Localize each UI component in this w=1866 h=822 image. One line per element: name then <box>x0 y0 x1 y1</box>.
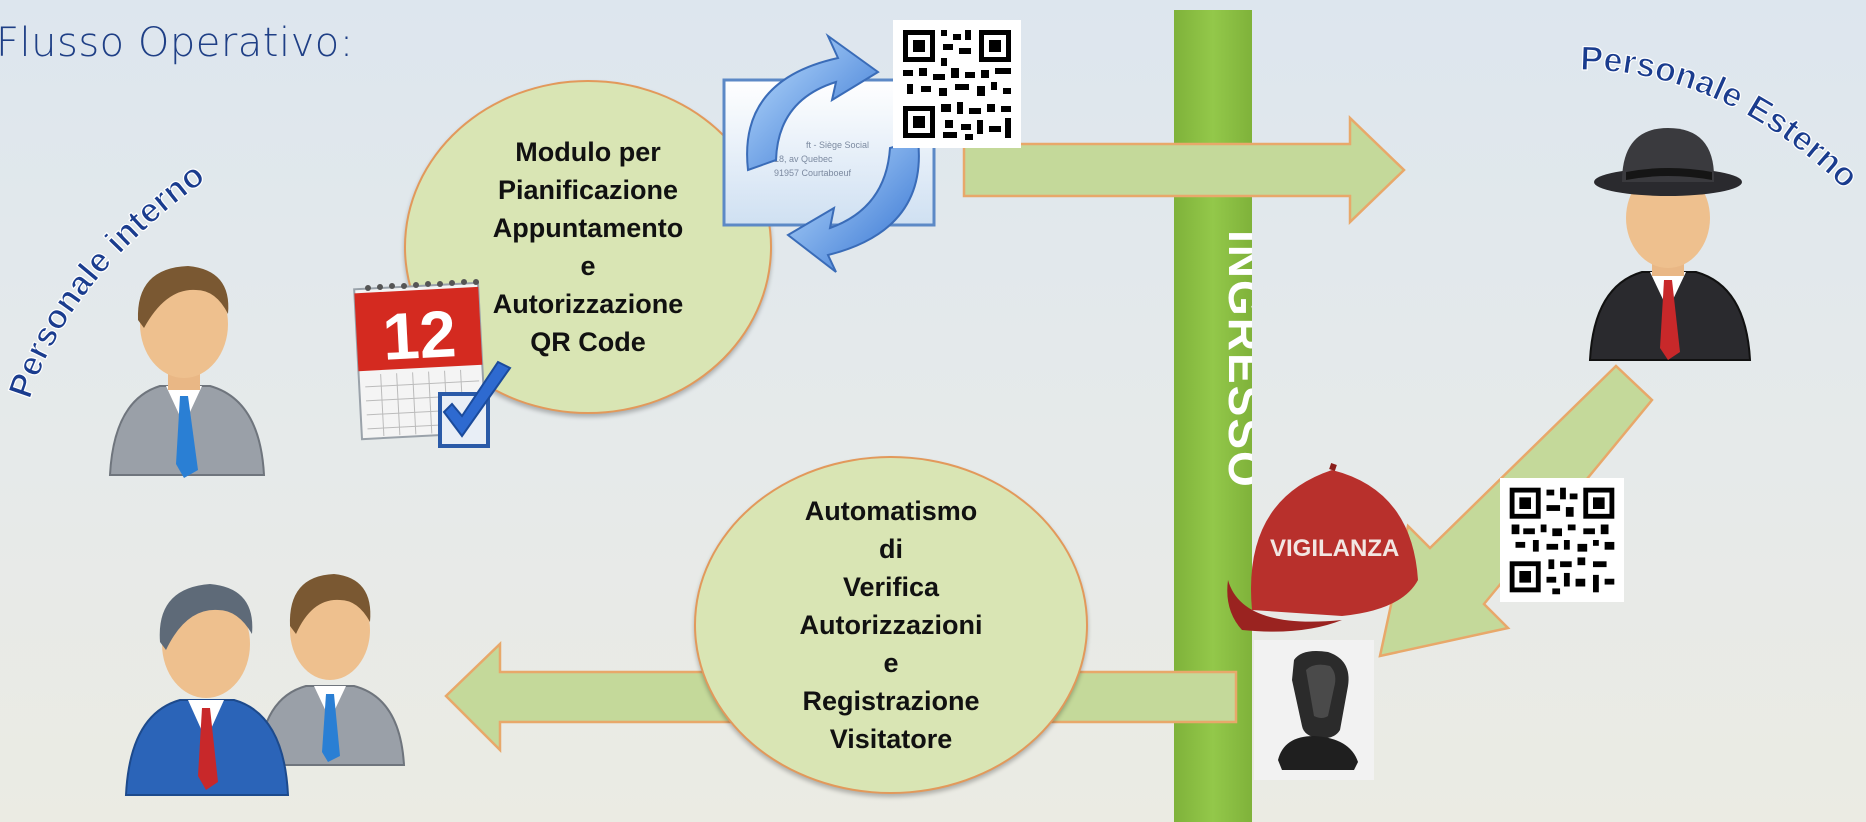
qr-code-icon <box>1500 478 1624 602</box>
bubble-line: Registrazione <box>802 686 980 716</box>
bubble-line: QR Code <box>530 327 646 357</box>
bubble-line: Pianificazione <box>497 175 679 205</box>
bubble-line: Modulo per <box>515 137 661 167</box>
arrow-to-external <box>962 115 1406 225</box>
svg-text:ft - Siège Social: ft - Siège Social <box>806 140 869 150</box>
bubble-line: Verifica <box>842 572 940 602</box>
bubble-line: Appuntamento <box>492 213 684 243</box>
barcode-scanner-icon <box>1254 640 1374 780</box>
security-cap-icon: VIGILANZA <box>1227 463 1418 632</box>
bubble-line: Automatismo <box>804 496 978 526</box>
bubble-planning-module: Modulo per Pianificazione Appuntamento e… <box>404 80 772 414</box>
bubble-line: e <box>883 648 899 678</box>
svg-text:91957 Courtaboeuf: 91957 Courtaboeuf <box>774 168 852 178</box>
staff-group-icon <box>124 574 406 796</box>
page-title: Flusso Operativo: <box>0 20 354 66</box>
internal-staff-icon <box>108 266 266 478</box>
svg-text:18, av Quebec: 18, av Quebec <box>774 154 833 164</box>
external-staff-icon <box>1588 128 1752 361</box>
qr-code-icon <box>893 20 1021 148</box>
bubble-line: Visitatore <box>829 724 953 754</box>
bubble-line: e <box>580 251 596 281</box>
bubble-verification: Automatismo di Verifica Autorizzazioni e… <box>694 456 1088 794</box>
bubble-line: Autorizzazione <box>492 289 684 319</box>
security-cap-text: VIGILANZA <box>1270 535 1399 562</box>
calendar-check-icon: 12 <box>353 279 512 448</box>
bubble-line: Autorizzazioni <box>799 610 983 640</box>
entrance-label: INGRESSO <box>1219 230 1252 489</box>
svg-text:INGRESSO: INGRESSO <box>1219 230 1252 489</box>
bubble-line: di <box>879 534 903 564</box>
svg-text:12: 12 <box>381 296 458 374</box>
